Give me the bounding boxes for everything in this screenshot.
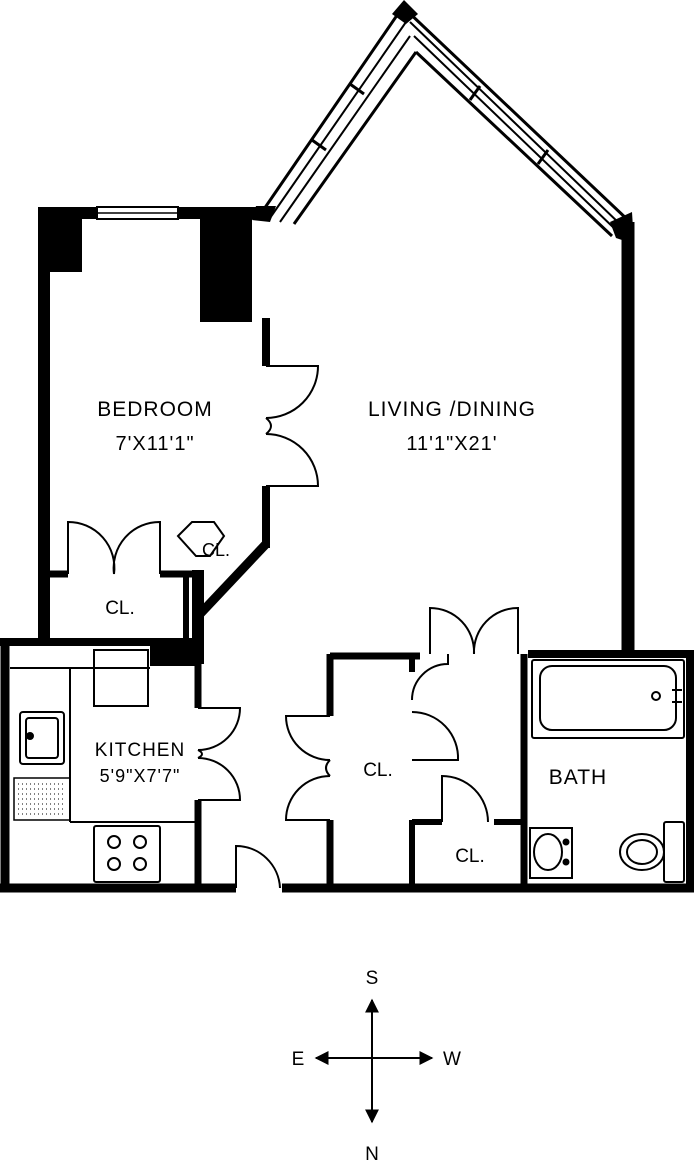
living-name: LIVING /DINING — [368, 398, 536, 421]
kitchen-name: KITCHEN — [95, 740, 185, 761]
compass-left: E — [292, 1049, 305, 1070]
bedroom-name: BEDROOM — [97, 398, 213, 421]
living-dims: 11'1"X21' — [406, 433, 497, 455]
bedroom-closet-label: CL. — [105, 598, 135, 619]
bath-name: BATH — [549, 766, 607, 789]
bedroom-dims: 7'X11'1" — [115, 433, 194, 455]
compass-bottom: N — [365, 1144, 379, 1165]
compass-top: S — [366, 968, 379, 989]
doors — [67, 365, 519, 889]
columns — [38, 210, 252, 322]
compass-right: W — [443, 1049, 461, 1070]
bath-closet-label: CL. — [455, 846, 485, 867]
bay-windows — [252, 0, 634, 244]
bath-fixtures — [529, 659, 685, 883]
kitchen-fixtures — [10, 649, 196, 883]
bedroom-corner-closet-label: CL. — [202, 540, 230, 560]
bedroom-window — [96, 206, 179, 220]
interior-walls — [44, 318, 528, 888]
dishwasher-dots — [18, 783, 66, 815]
hall-closet-label: CL. — [363, 760, 393, 781]
kitchen-dims: 5'9"X7'7" — [100, 766, 181, 786]
compass-rose — [314, 998, 434, 1124]
exterior-walls — [0, 207, 694, 893]
